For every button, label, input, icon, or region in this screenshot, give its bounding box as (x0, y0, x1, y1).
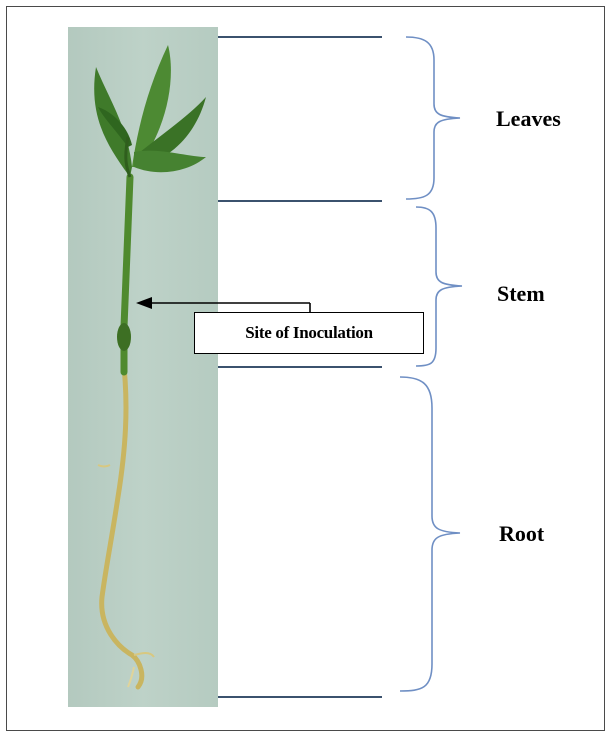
site-of-inoculation-box: Site of Inoculation (194, 312, 424, 354)
stem-label: Stem (497, 281, 545, 307)
leaves-label: Leaves (496, 106, 561, 132)
site-of-inoculation-label: Site of Inoculation (245, 323, 372, 343)
root-label: Root (499, 521, 544, 547)
divider-lines (218, 37, 382, 697)
root-brace (400, 377, 460, 691)
site-arrowhead (136, 297, 152, 309)
leaves-brace (406, 37, 460, 199)
